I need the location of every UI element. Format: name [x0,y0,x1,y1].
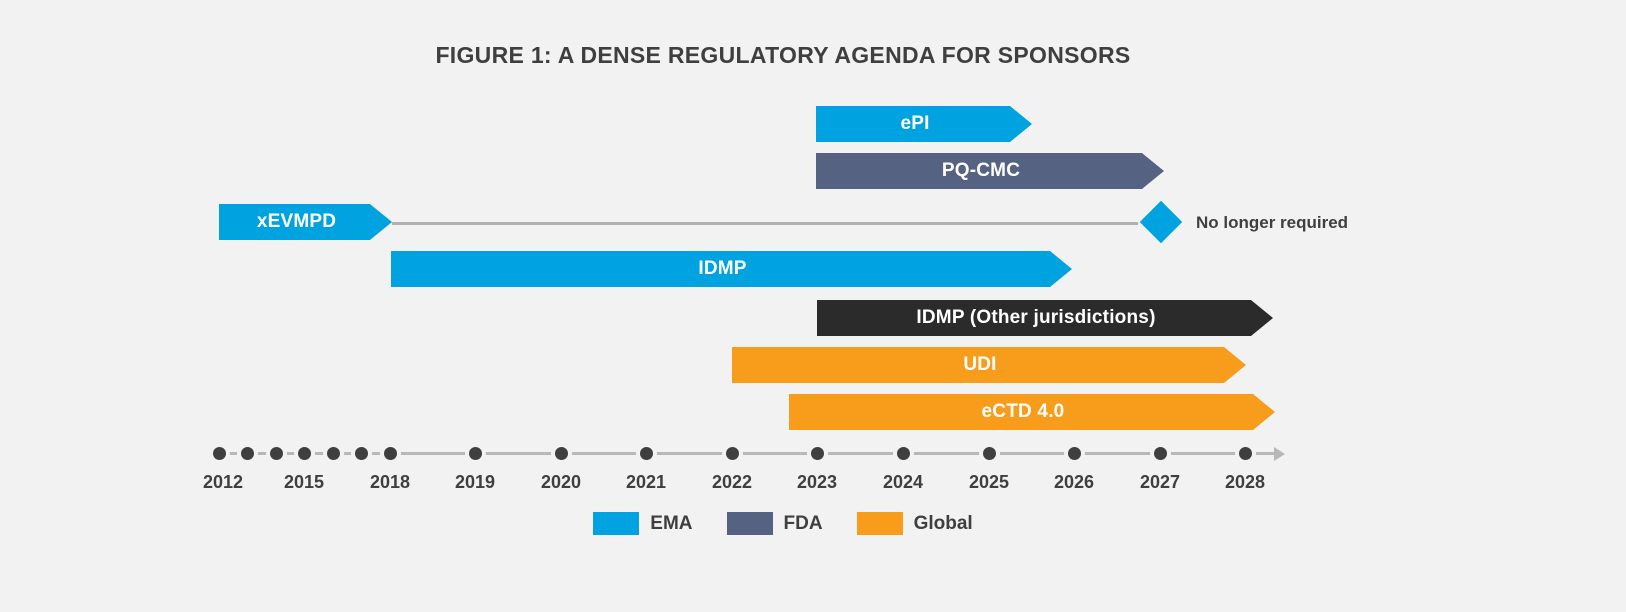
legend-swatch-ema [593,512,640,535]
milestone-label: No longer required [1196,213,1349,232]
timeline-tick-label-2018: 2018 [369,472,411,492]
timeline-tick-dot [983,447,996,460]
timeline-tick-dot [355,447,368,460]
timeline-tick-label-2025: 2025 [968,472,1010,492]
xevmpd-connector-line [392,222,1138,225]
timeline-bar-idmp-other-jurisdictions[interactable]: IDMP (Other jurisdictions) [817,300,1273,336]
timeline-bar-pq-cmc[interactable]: PQ-CMC [816,153,1164,189]
timeline-tick-label-2012: 2012 [202,472,244,492]
timeline-tick-label-2027: 2027 [1139,472,1181,492]
timeline-axis-arrow-icon [1274,447,1285,461]
timeline-bar-label: UDI [963,354,997,375]
timeline-tick-dot [897,447,910,460]
legend-swatch-global [856,512,903,535]
timeline-tick-dot [811,447,824,460]
timeline-bar-label: PQ-CMC [941,160,1021,181]
timeline-bar-label: IDMP (Other jurisdictions) [916,307,1156,328]
timeline-bar-ectd-4-0[interactable]: eCTD 4.0 [789,394,1275,430]
timeline-tick-dot [469,447,482,460]
timeline-tick-dot [384,447,397,460]
timeline-tick-dot [327,447,340,460]
legend-item-global[interactable]: Global [856,512,973,535]
timeline-bar-epi[interactable]: ePI [816,106,1032,142]
timeline-bar-xevmpd[interactable]: xEVMPD [219,204,392,240]
timeline-tick-dot [726,447,739,460]
milestone-diamond-icon [1139,200,1183,244]
timeline-tick-dot [213,447,226,460]
timeline-tick-label-2022: 2022 [711,472,753,492]
timeline-bar-label: IDMP [698,258,747,279]
timeline-bar-idmp[interactable]: IDMP [391,251,1072,287]
timeline-bar-udi[interactable]: UDI [732,347,1246,383]
timeline-tick-label-2020: 2020 [540,472,582,492]
timeline-tick-dot [241,447,254,460]
timeline-tick-label-2026: 2026 [1053,472,1095,492]
timeline-tick-label-2028: 2028 [1224,472,1266,492]
timeline-tick-dot [1154,447,1167,460]
timeline-tick-label-2023: 2023 [796,472,838,492]
timeline-tick-dot [1239,447,1252,460]
legend-label: Global [913,512,973,534]
timeline-tick-label-2024: 2024 [882,472,924,492]
timeline-bar-label: ePI [900,113,930,134]
legend-item-ema[interactable]: EMA [593,512,693,535]
legend-swatch-fda [726,512,773,535]
timeline-tick-dot [640,447,653,460]
legend: EMA FDA Global [0,512,1566,535]
timeline-axis-line [214,452,1274,455]
timeline-tick-label-2021: 2021 [625,472,667,492]
timeline-tick-dot [1068,447,1081,460]
timeline-tick-label-2019: 2019 [454,472,496,492]
timeline-tick-dot [555,447,568,460]
timeline-tick-label-2015: 2015 [283,472,325,492]
legend-label: EMA [650,512,693,534]
timeline-bar-label: eCTD 4.0 [981,401,1065,422]
timeline-tick-dot [298,447,311,460]
timeline-bar-label: xEVMPD [256,211,337,232]
legend-label: FDA [783,512,823,534]
legend-item-fda[interactable]: FDA [726,512,823,535]
timeline-tick-dot [270,447,283,460]
page-title: FIGURE 1: A DENSE REGULATORY AGENDA FOR … [435,42,1131,68]
